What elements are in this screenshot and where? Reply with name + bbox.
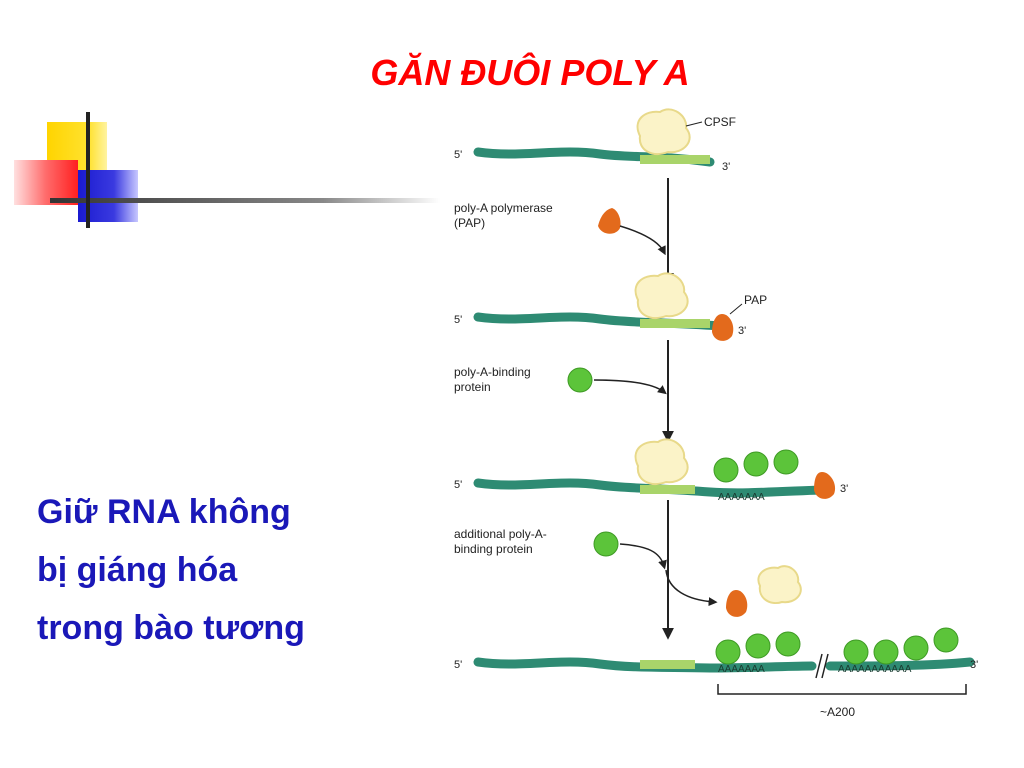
red-square xyxy=(14,160,78,205)
rna-cleavage-segment-3 xyxy=(640,485,695,494)
pabp-3a xyxy=(713,457,739,483)
rna-cleavage-segment-1 xyxy=(640,155,710,164)
cpsf-complex-1 xyxy=(636,108,691,155)
tail-length-label: ~A200 xyxy=(820,705,855,719)
cpsf-complex-2 xyxy=(634,272,689,319)
three-prime-label-4: 3' xyxy=(970,659,978,671)
polya-tail-short: AAAAAAA xyxy=(718,492,765,503)
strand-break-1 xyxy=(815,653,823,679)
horizontal-line xyxy=(50,198,440,203)
vertical-line xyxy=(86,112,90,228)
tail-length-bracket xyxy=(717,684,967,695)
polya-tail-left: AAAAAAA xyxy=(718,664,765,675)
pap-released xyxy=(726,590,748,617)
step1-label: poly-A polymerase (PAP) xyxy=(454,201,556,230)
cpsf-leader-line xyxy=(685,121,703,127)
pabp-4d xyxy=(843,639,869,665)
pabp-4f xyxy=(903,635,929,661)
pabp-incoming xyxy=(567,367,593,393)
pabp-incoming-additional xyxy=(593,531,619,557)
body-text: Giữ RNA không bị giáng hóa trong bào tươ… xyxy=(37,483,305,657)
five-prime-label-2: 5' xyxy=(454,314,462,326)
pap-leader-line xyxy=(729,303,743,315)
pabp-4a xyxy=(715,639,741,665)
five-prime-label-1: 5' xyxy=(454,149,462,161)
pabp-4e xyxy=(873,639,899,665)
five-prime-label-3: 5' xyxy=(454,479,462,491)
step3-label: additional poly-A- binding protein xyxy=(454,527,550,556)
three-prime-label-2: 3' xyxy=(738,325,746,337)
rna-cleavage-segment-2 xyxy=(640,319,710,328)
three-prime-label-1: 3' xyxy=(722,161,730,173)
pap-enzyme-incoming xyxy=(598,208,621,234)
cpsf-label: CPSF xyxy=(704,115,736,129)
pabp-3b xyxy=(743,451,769,477)
three-prime-label-3: 3' xyxy=(840,483,848,495)
decorative-squares xyxy=(14,112,440,228)
released-factors-arrow xyxy=(665,569,718,607)
strand-break-2 xyxy=(821,653,829,679)
slide-title: GĂN ĐUÔI POLY A xyxy=(370,52,690,93)
pabp-4g xyxy=(933,627,959,653)
body-line-2: bị giáng hóa xyxy=(37,551,238,589)
five-prime-label-4: 5' xyxy=(454,659,462,671)
body-line-3: trong bào tương xyxy=(37,609,305,647)
pabp-4c xyxy=(775,631,801,657)
body-line-1: Giữ RNA không xyxy=(37,493,291,531)
pabp-3c xyxy=(773,449,799,475)
rna-strand-4-tail xyxy=(825,657,975,671)
step2-side-arrow xyxy=(593,379,667,395)
step3-side-arrow xyxy=(619,543,667,570)
polyadenylation-diagram: 5' 3' CPSF poly-A polymerase (PAP) 5' PA… xyxy=(454,108,978,719)
pap-enzyme-2 xyxy=(712,314,734,341)
polya-tail-right: AAAAAAAAAAA xyxy=(838,664,912,675)
step2-label: poly-A-binding protein xyxy=(454,365,534,394)
rna-cleavage-segment-4 xyxy=(640,660,695,669)
pap-enzyme-3 xyxy=(814,472,836,499)
pabp-4b xyxy=(745,633,771,659)
cpsf-complex-3 xyxy=(634,438,689,485)
step1-side-arrow xyxy=(619,225,666,256)
cpsf-released xyxy=(757,565,802,604)
pap-label: PAP xyxy=(744,293,767,307)
